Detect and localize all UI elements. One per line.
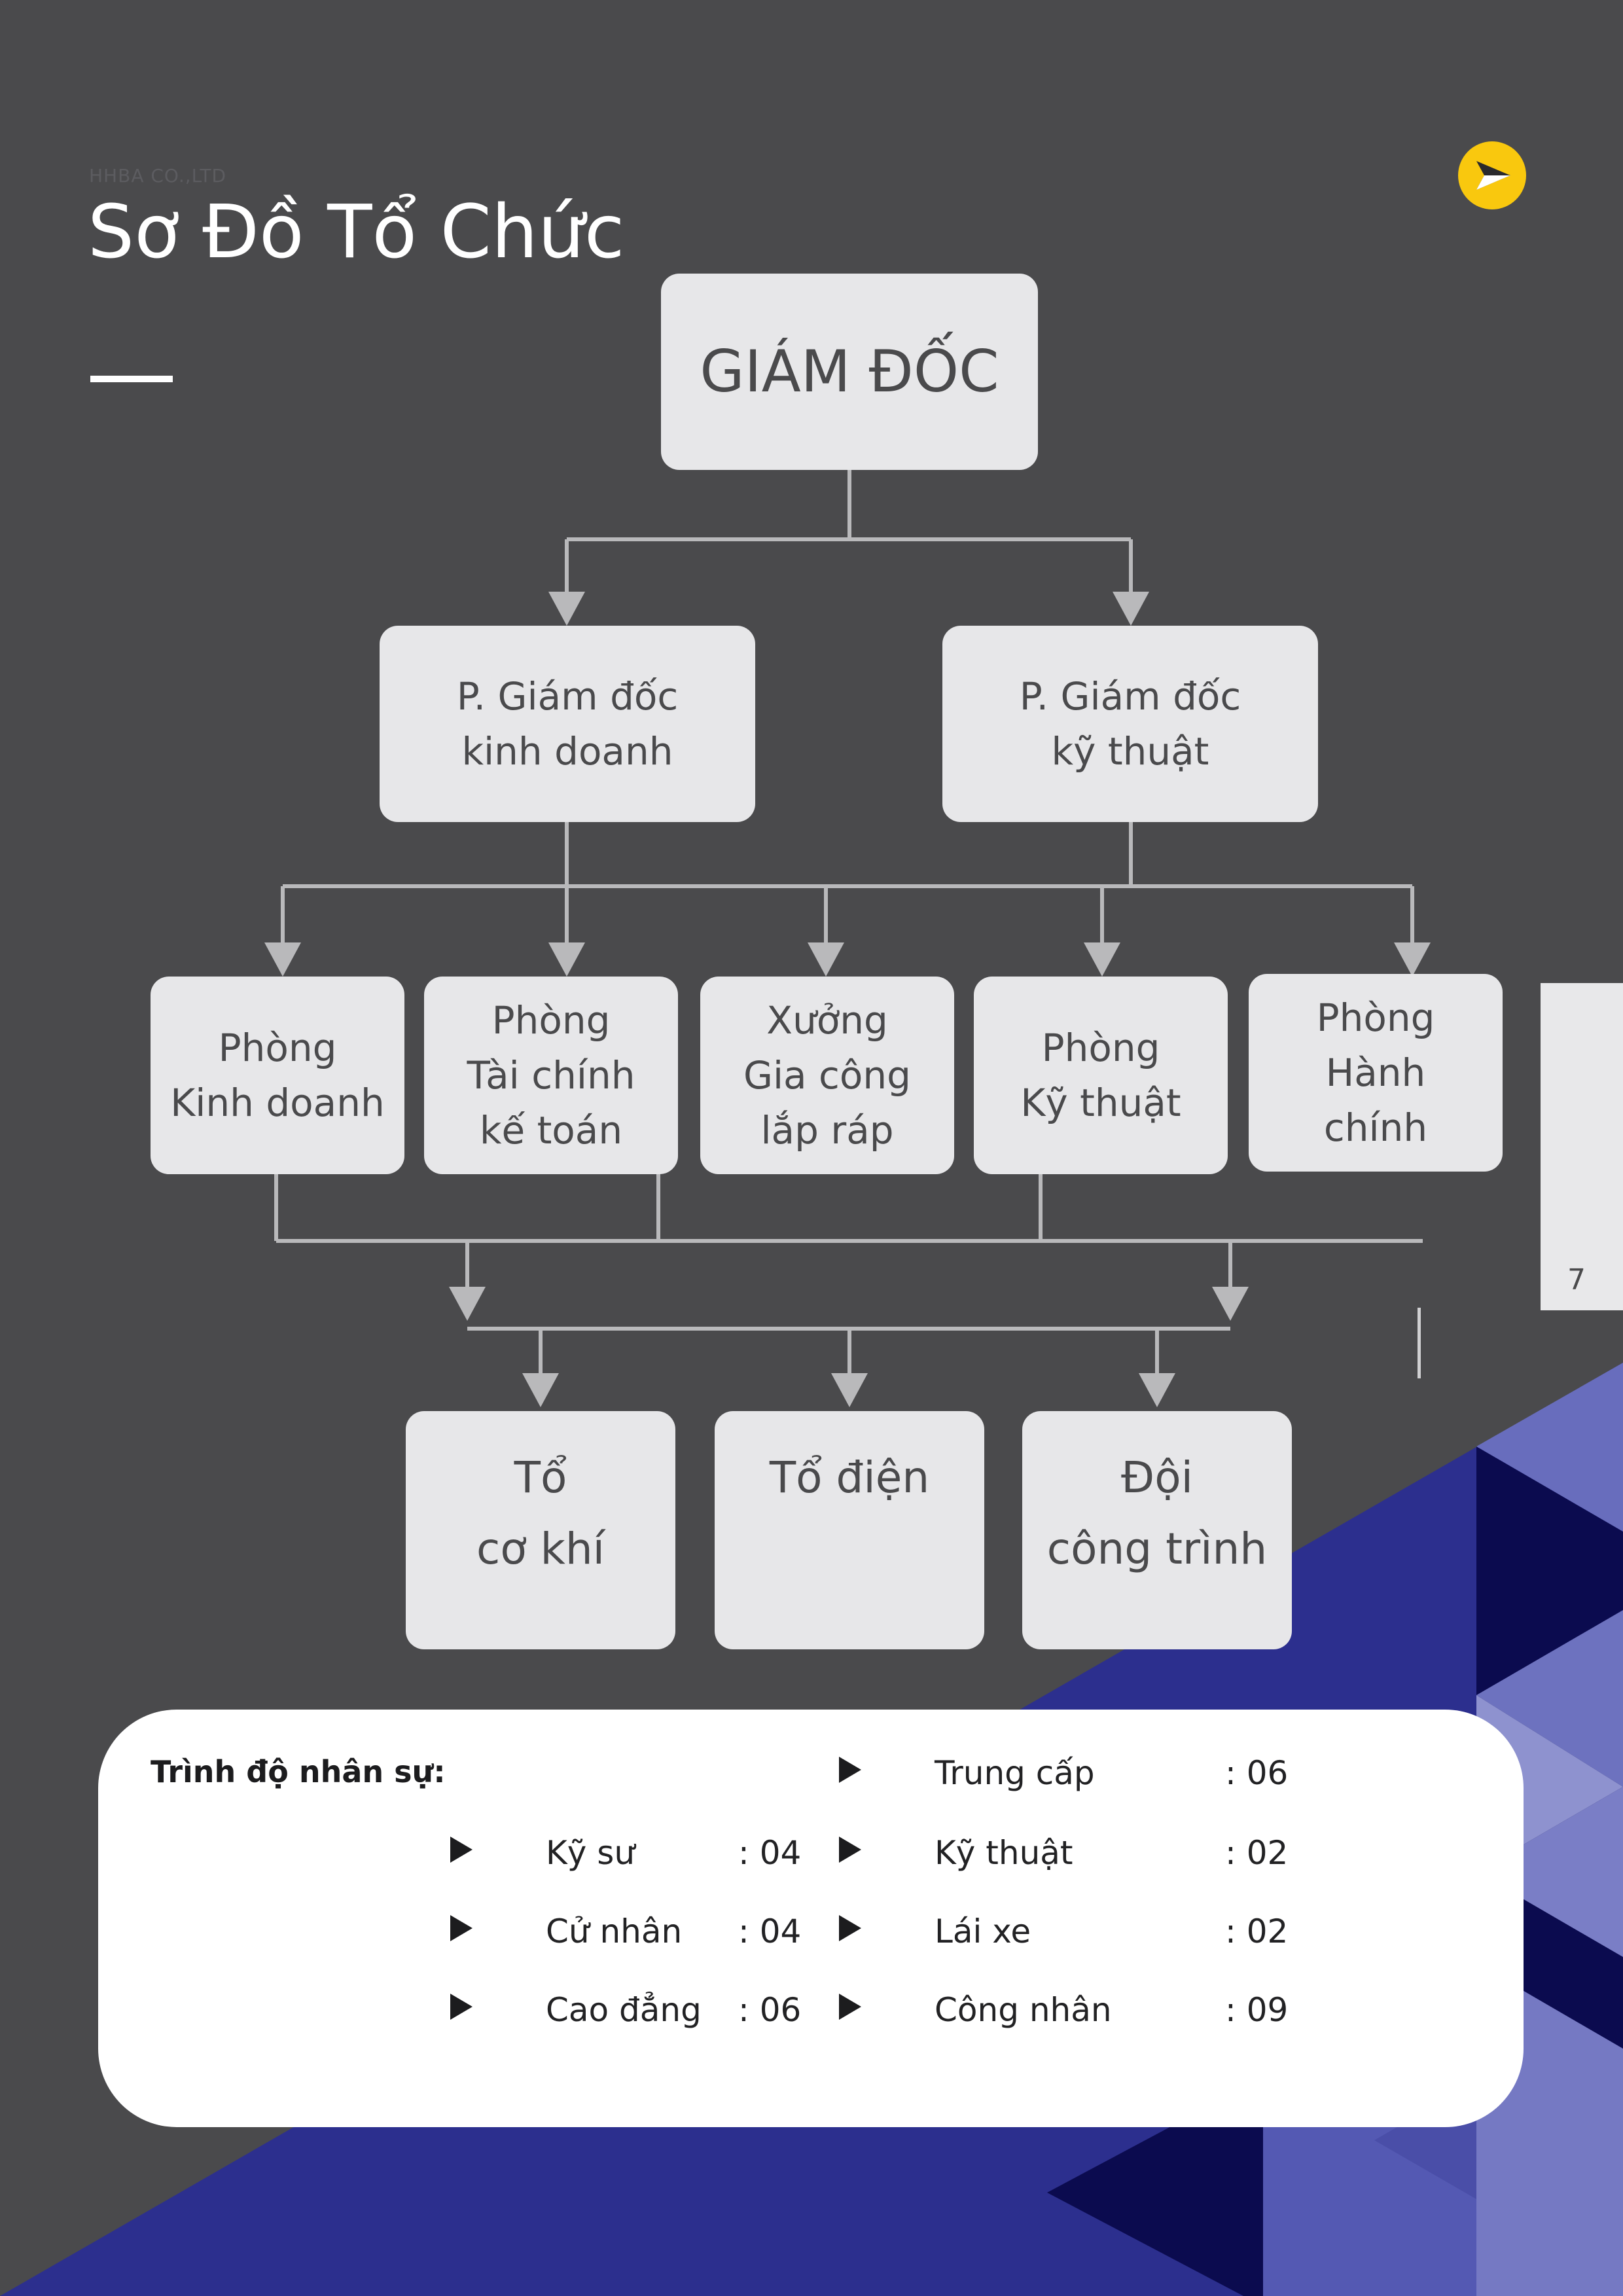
box-deputy-technical-label: P. Giám đốc kỹ thuật <box>1019 673 1241 774</box>
box-team-construction-label: Đội công trình <box>1046 1452 1268 1574</box>
staff-value: : 09 <box>1225 1991 1289 2029</box>
triangle-right-icon <box>450 1994 473 2020</box>
box-dept-technical: Phòng Kỹ thuật <box>974 977 1228 1174</box>
staff-heading: Trình độ nhân sự: <box>151 1754 446 1789</box>
staff-value: : 06 <box>738 1991 802 2029</box>
box-dept-sales-label: Phòng Kinh doanh <box>170 1025 385 1125</box>
box-team-construction: Đội công trình <box>1022 1411 1292 1649</box>
triangle-right-icon <box>839 1915 861 1941</box>
box-deputy-business: P. Giám đốc kinh doanh <box>380 626 755 822</box>
box-dept-workshop: Xưởng Gia công lắp ráp <box>700 977 954 1174</box>
box-team-electrical-label: Tổ điện <box>769 1452 930 1503</box>
box-deputy-business-label: P. Giám đốc kinh doanh <box>456 673 679 774</box>
box-dept-admin: Phòng Hành chính <box>1249 974 1503 1172</box>
box-team-mechanical-label: Tổ cơ khí <box>476 1452 605 1574</box>
box-dept-workshop-label: Xưởng Gia công lắp ráp <box>743 997 911 1153</box>
side-tab <box>1541 983 1623 1310</box>
staff-value: : 04 <box>738 1912 802 1950</box>
staff-panel: Trình độ nhân sự: Kỹ sư : 04 Cử nhân : 0… <box>98 1710 1524 2127</box>
title-underline <box>90 376 173 382</box>
staff-value: : 06 <box>1225 1754 1289 1792</box>
staff-value: : 04 <box>738 1834 802 1872</box>
box-dept-finance-label: Phòng Tài chính kế toán <box>467 997 635 1153</box>
page-number: 7 <box>1567 1263 1586 1297</box>
box-director: GIÁM ĐỐC <box>661 274 1038 470</box>
triangle-right-icon <box>450 1915 473 1941</box>
box-team-electrical: Tổ điện <box>715 1411 984 1649</box>
staff-name: Cao đẳng <box>546 1991 702 2029</box>
triangle-right-icon <box>839 1994 861 2020</box>
arrow-pointer-icon[interactable] <box>1458 141 1526 209</box>
staff-value: : 02 <box>1225 1834 1289 1872</box>
box-deputy-technical: P. Giám đốc kỹ thuật <box>942 626 1318 822</box>
staff-name: Trung cấp <box>935 1754 1095 1792</box>
company-name: HHBA CO.,LTD <box>89 165 227 187</box>
triangle-right-icon <box>839 1837 861 1863</box>
staff-name: Lái xe <box>935 1912 1031 1950</box>
triangle-right-icon <box>450 1837 473 1863</box>
box-dept-technical-label: Phòng Kỹ thuật <box>1020 1025 1181 1125</box>
staff-name: Công nhân <box>935 1991 1112 2029</box>
staff-name: Kỹ sư <box>546 1834 635 1872</box>
box-dept-sales: Phòng Kinh doanh <box>151 977 404 1174</box>
box-team-mechanical: Tổ cơ khí <box>406 1411 675 1649</box>
box-dept-admin-label: Phòng Hành chính <box>1316 995 1435 1151</box>
box-director-label: GIÁM ĐỐC <box>700 338 999 406</box>
box-dept-finance: Phòng Tài chính kế toán <box>424 977 678 1174</box>
staff-name: Cử nhân <box>546 1912 683 1950</box>
staff-value: : 02 <box>1225 1912 1289 1950</box>
side-divider <box>1418 1308 1421 1378</box>
page-title: Sơ Đồ Tổ Chức <box>88 190 625 275</box>
triangle-right-icon <box>839 1757 861 1783</box>
staff-name: Kỹ thuật <box>935 1834 1073 1872</box>
